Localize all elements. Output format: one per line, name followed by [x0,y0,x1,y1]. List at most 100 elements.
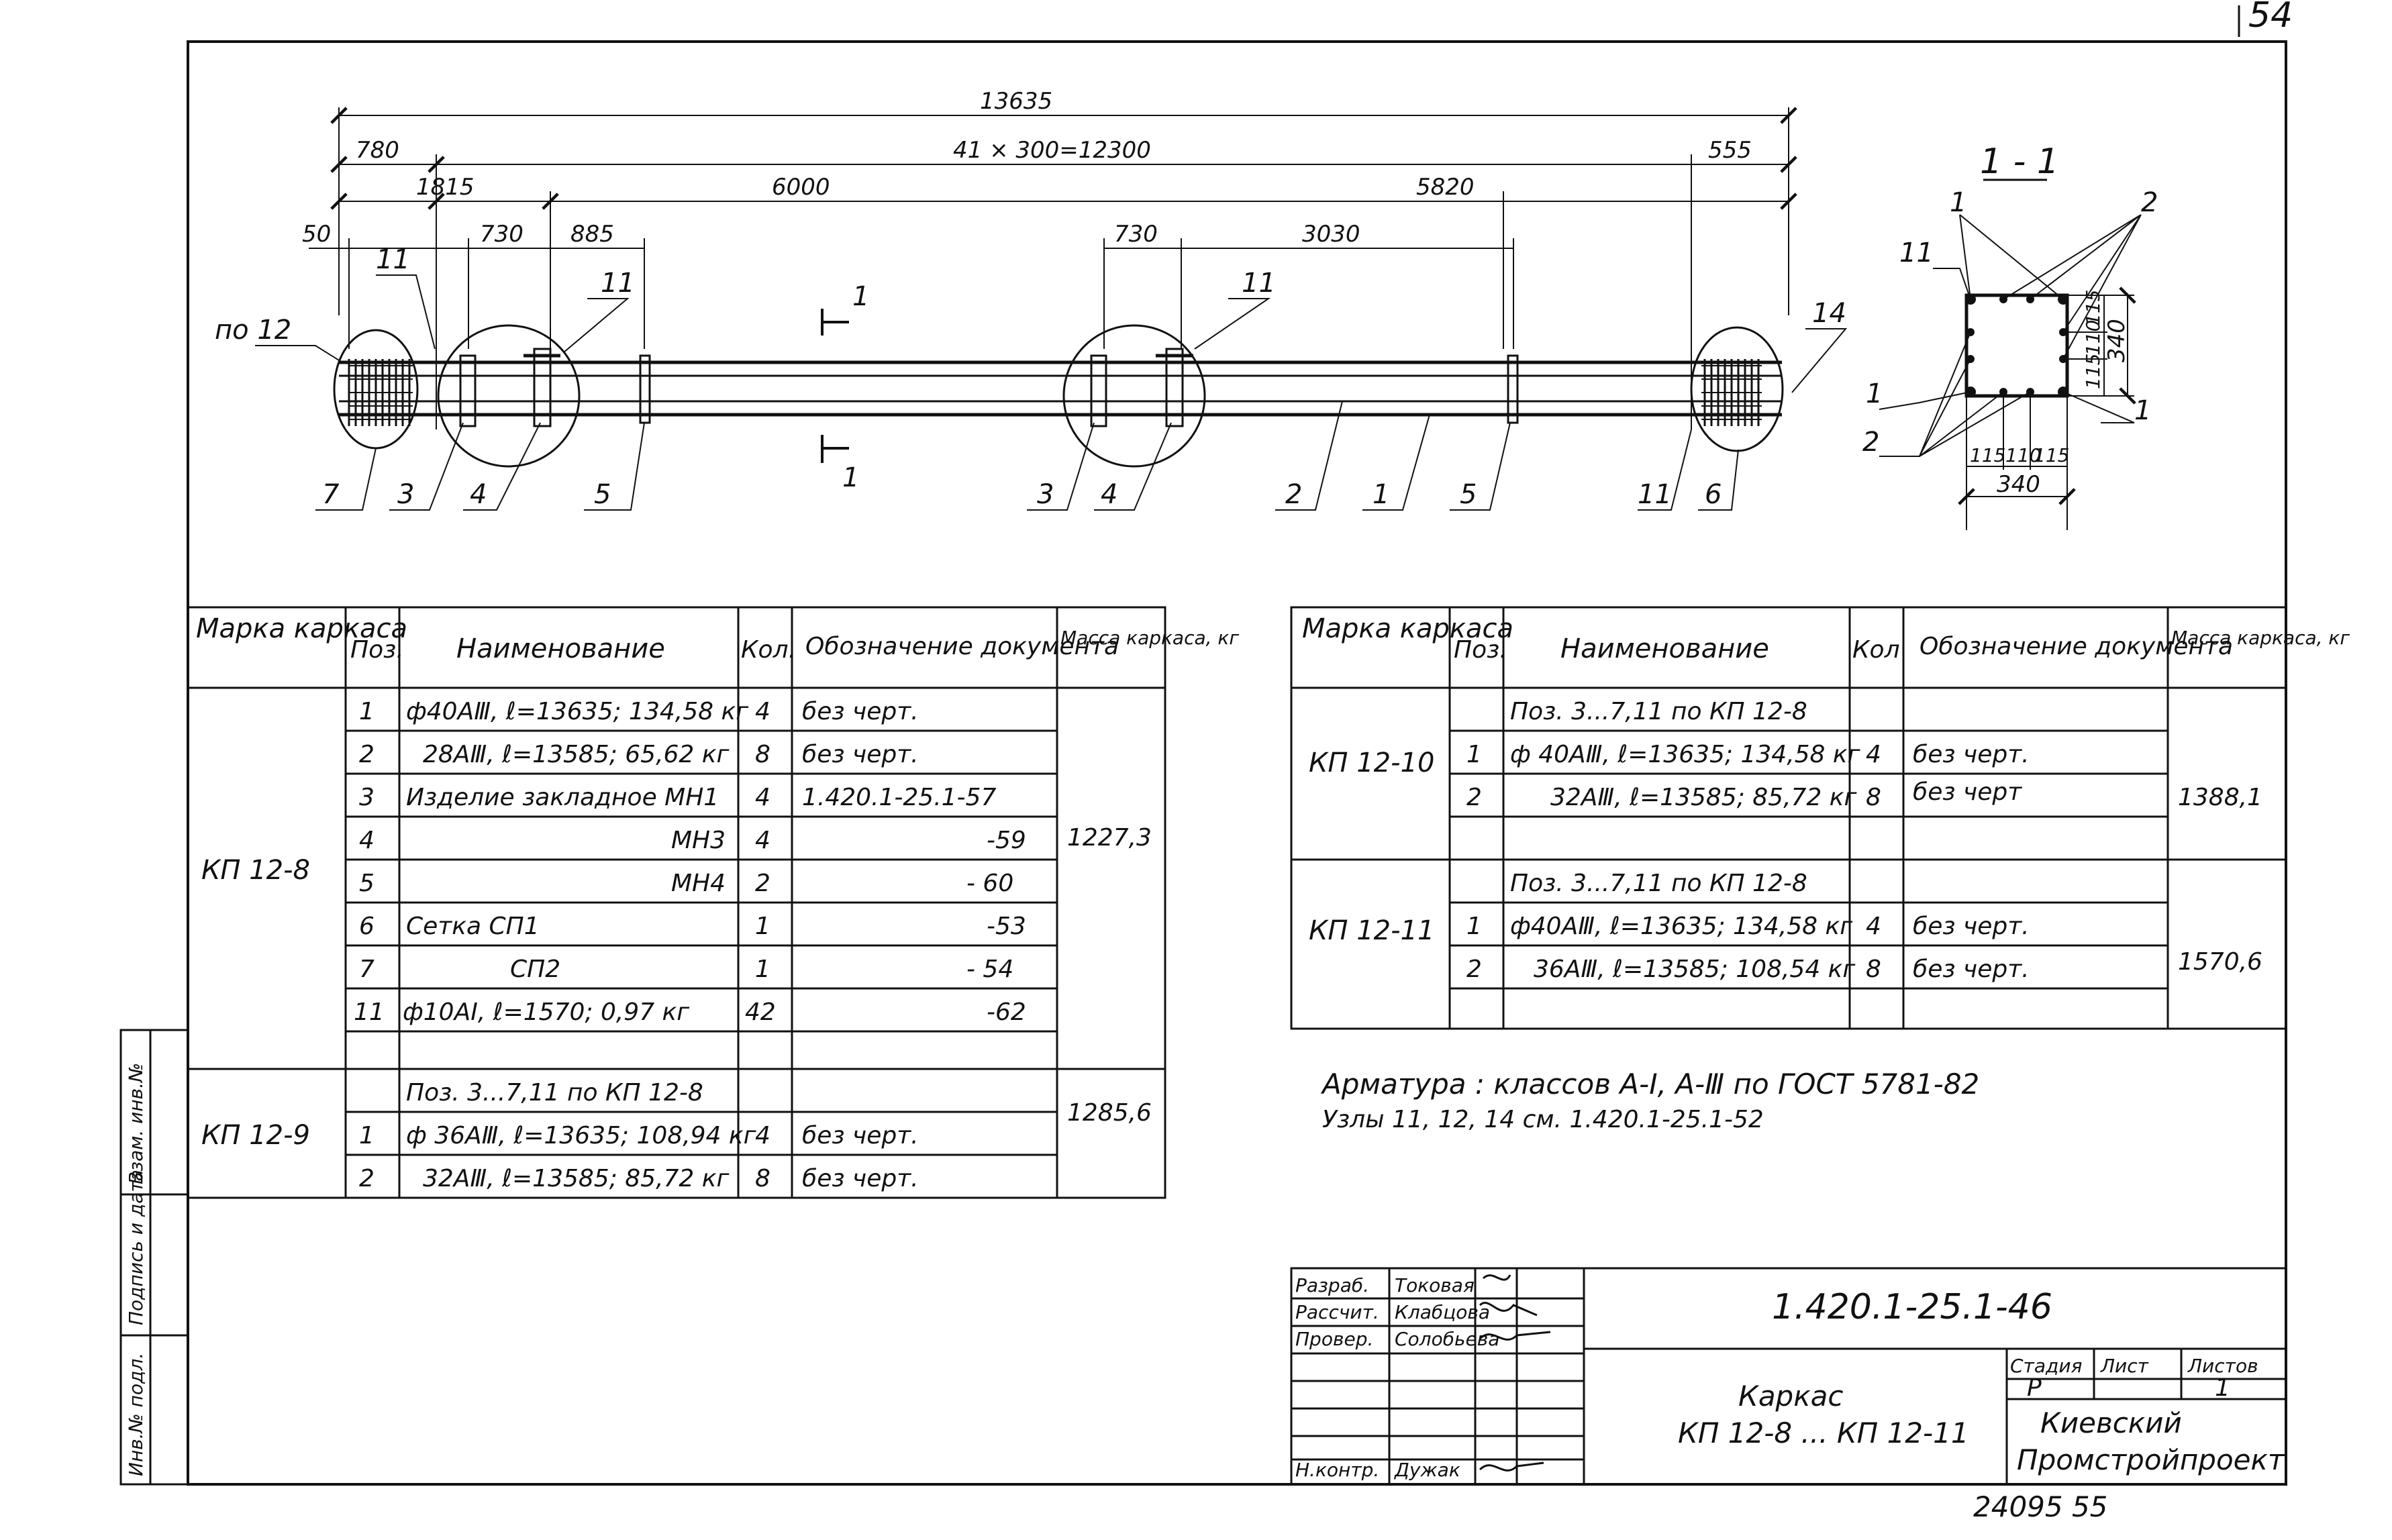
rt-header-doc: Обозначение документа [1920,633,2233,660]
label-5b: 5 [1460,479,1477,510]
dim-50: 50 [302,221,331,248]
lt-qty: 1 [755,913,770,940]
lt-header-mark: Марка каркаса [196,613,407,644]
label-2: 2 [1285,479,1302,510]
label-14: 14 [1812,298,1846,329]
lt-doc: -53 [987,913,1026,940]
frame-elevation [255,107,1848,511]
rt-qty: 4 [1866,913,1881,940]
lt-qty: 8 [755,741,770,768]
label-1: 1 [1373,479,1389,510]
label-3b: 3 [1037,479,1054,510]
rt-doc: без черт. [1913,956,2030,983]
label-4a: 4 [470,479,487,510]
lt-doc: без черт. [802,1122,919,1149]
label-4b: 4 [1101,479,1117,510]
left-table [187,606,1166,1199]
rt-qty: 8 [1866,956,1881,983]
section-label-2a: 2 [2141,187,2158,218]
section-title: 1 - 1 [1980,142,2059,182]
rt-name: 36АⅢ, ℓ=13585; 108,54 кг [1534,956,1856,983]
label-3a: 3 [397,479,414,510]
tb-stage-label: Стадия [2010,1355,2082,1377]
lt-qty: 4 [755,1122,770,1149]
lt-qty: 1 [755,956,770,983]
lt-qty: 2 [755,870,770,897]
dim-730a: 730 [480,221,524,248]
lt-doc: без черт. [802,1165,919,1192]
section-label-1c: 1 [2134,395,2151,426]
rt-name: ф 40АⅢ, ℓ=13635; 134,58 кг [1510,741,1861,768]
rt-name: Поз. 3...7,11 по КП 12-8 [1510,870,1807,897]
lt-doc: без черт. [802,698,919,725]
section-label-11: 11 [1899,238,1934,268]
section-dim-110a: 110 [2082,320,2104,356]
lt-name: ф10АⅠ, ℓ=1570; 0,97 кг [403,998,690,1026]
lt-header-name: Наименование [456,633,665,664]
label-po12: по 12 [215,315,291,346]
lt-pos: 4 [359,827,375,854]
lt-mark-kp12-9: КП 12-9 [201,1120,310,1151]
lt-mark-kp12-8: КП 12-8 [201,855,310,886]
section-dim-340h: 340 [1997,471,2040,498]
rt-header-pos: Поз. [1454,636,1507,664]
lt-pos: 6 [359,913,375,940]
dim-885: 885 [570,221,614,248]
dim-780: 780 [356,137,399,164]
section-dim-115c: 115 [1970,444,2005,466]
lt-pos: 1 [359,698,375,725]
tb-sheet-label: Лист [2100,1355,2149,1377]
lt-name: МН3 [671,827,726,854]
lt-name: 32АⅢ, ℓ=13585; 85,72 кг [423,1165,730,1192]
dim-6000: 6000 [772,174,830,201]
lt-mass-kp12-8: 1227,3 [1067,824,1152,852]
rt-qty: 8 [1866,784,1881,811]
lt-header-mass: Масса каркаса, кг [1060,627,1239,649]
dim-1815: 1815 [416,174,475,201]
lt-pos: 2 [359,1165,375,1192]
tb-name-1: Клабцова [1395,1301,1490,1323]
rt-name: Поз. 3...7,11 по КП 12-8 [1510,698,1807,725]
rt-doc: без черт. [1913,913,2030,940]
tb-name-6: Дужак [1393,1459,1460,1481]
lt-mass-kp12-9: 1285,6 [1067,1099,1152,1127]
section-dim-115d: 115 [2034,444,2069,466]
section-label-1b: 1 [1866,378,1883,409]
lt-name: ф 36АⅢ, ℓ=13635; 108,94 кг [406,1122,757,1149]
tb-sheets-label: Листов [2187,1355,2258,1377]
tb-title-line2: КП 12-8 ... КП 12-11 [1678,1417,1969,1449]
lt-doc: -59 [987,827,1026,854]
drawing-id: 1.420.1-25.1-46 [1772,1287,2052,1327]
rt-name: 32АⅢ, ℓ=13585; 85,72 кг [1550,784,1858,811]
tb-stage-value: Р [2027,1374,2042,1402]
title-block [1290,1267,2287,1486]
footer-code: 24095 55 [1973,1490,2107,1523]
label-11c: 11 [1242,268,1276,299]
tb-name-0: Токовая [1395,1274,1475,1296]
lt-pos: 11 [354,998,385,1026]
rt-mass-kp12-11: 1570,6 [2178,948,2262,976]
tb-name-2: Солобьева [1395,1328,1499,1350]
lt-doc: 1.420.1-25.1-57 [802,784,996,811]
tb-role-6: Н.контр. [1295,1459,1379,1481]
rt-pos: 1 [1466,913,1482,940]
right-table [1290,606,2287,1030]
stamp-inv-podl: Инв.№ подл. [125,1353,147,1476]
rt-doc: без черт. [1913,741,2030,768]
section-dim-340v: 340 [2103,319,2130,362]
lt-qty: 4 [755,698,770,725]
rt-mark-kp12-11: КП 12-11 [1309,915,1434,946]
section-1-1 [1879,178,2142,530]
rt-pos: 1 [1466,741,1482,768]
stamp-podpis: Подпись и дата [125,1170,147,1325]
lt-qty: 42 [745,998,776,1026]
tb-org-line1: Киевский [2040,1406,2182,1439]
rt-qty: 4 [1866,741,1881,768]
label-6: 6 [1705,479,1722,510]
section-label-2b: 2 [1862,427,1879,458]
rt-name: ф40АⅢ, ℓ=13635; 134,58 кг [1510,913,1853,940]
section-mark-bottom: 1 [842,462,859,493]
lt-pos: 7 [359,956,375,983]
dim-555: 555 [1708,137,1752,164]
